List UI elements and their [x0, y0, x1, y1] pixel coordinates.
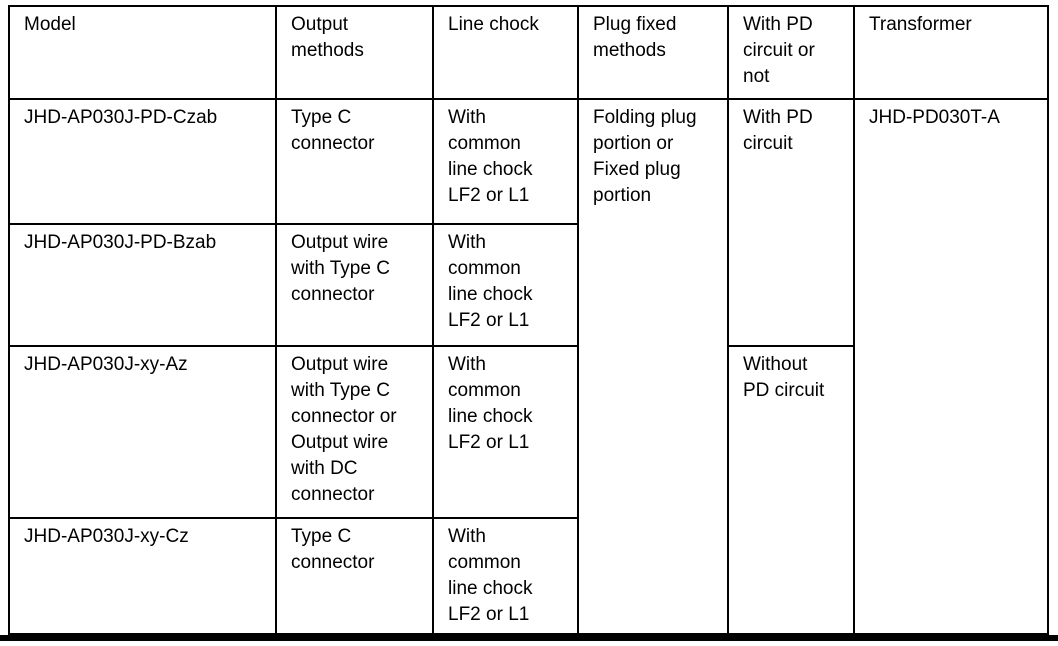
table-row: JHD-AP030J-PD-Bzab Output wire with Type… [8, 223, 1048, 347]
header-model: Model [8, 5, 277, 100]
product-spec-table: Model Output methods Line chock Plug fix… [8, 5, 1049, 635]
cell-output-methods-2: Output wire with Type C connector [275, 223, 434, 347]
header-row: Model Output methods Line chock Plug fix… [8, 5, 1049, 100]
cell-transformer: JHD-PD030T-A [853, 98, 1049, 635]
cell-with-pd-circuit: With PD circuit [727, 98, 855, 347]
cell-model-1: JHD-AP030J-PD-Czab [8, 98, 277, 225]
cell-output-methods-3: Output wire with Type C connector or Out… [275, 345, 434, 519]
cell-output-methods-1: Type C connector [275, 98, 434, 225]
cell-model-2: JHD-AP030J-PD-Bzab [8, 223, 277, 347]
table-row: JHD-AP030J-xy-Cz Type C connector With c… [8, 517, 1048, 635]
cell-model-4: JHD-AP030J-xy-Cz [8, 517, 277, 635]
cell-line-chock-3: With common line chock LF2 or L1 [432, 345, 579, 519]
header-plug-fixed-methods: Plug fixed methods [577, 5, 729, 100]
header-line-chock: Line chock [432, 5, 579, 100]
cell-plug-fixed-methods: Folding plug portion or Fixed plug porti… [577, 98, 729, 635]
header-output-methods: Output methods [275, 5, 434, 100]
page-bottom-rule [0, 635, 1058, 641]
header-pd-circuit: With PD circuit or not [727, 5, 855, 100]
table-row: JHD-AP030J-PD-Czab Type C connector With… [8, 98, 1049, 635]
header-transformer: Transformer [853, 5, 1049, 100]
cell-line-chock-1: With common line chock LF2 or L1 [432, 98, 579, 225]
table-row: JHD-AP030J-xy-Az Output wire with Type C… [8, 345, 1048, 635]
cell-model-3: JHD-AP030J-xy-Az [8, 345, 277, 519]
cell-without-pd-circuit: Without PD circuit [727, 345, 855, 635]
cell-line-chock-2: With common line chock LF2 or L1 [432, 223, 579, 347]
cell-output-methods-4: Type C connector [275, 517, 434, 635]
cell-line-chock-4: With common line chock LF2 or L1 [432, 517, 579, 635]
